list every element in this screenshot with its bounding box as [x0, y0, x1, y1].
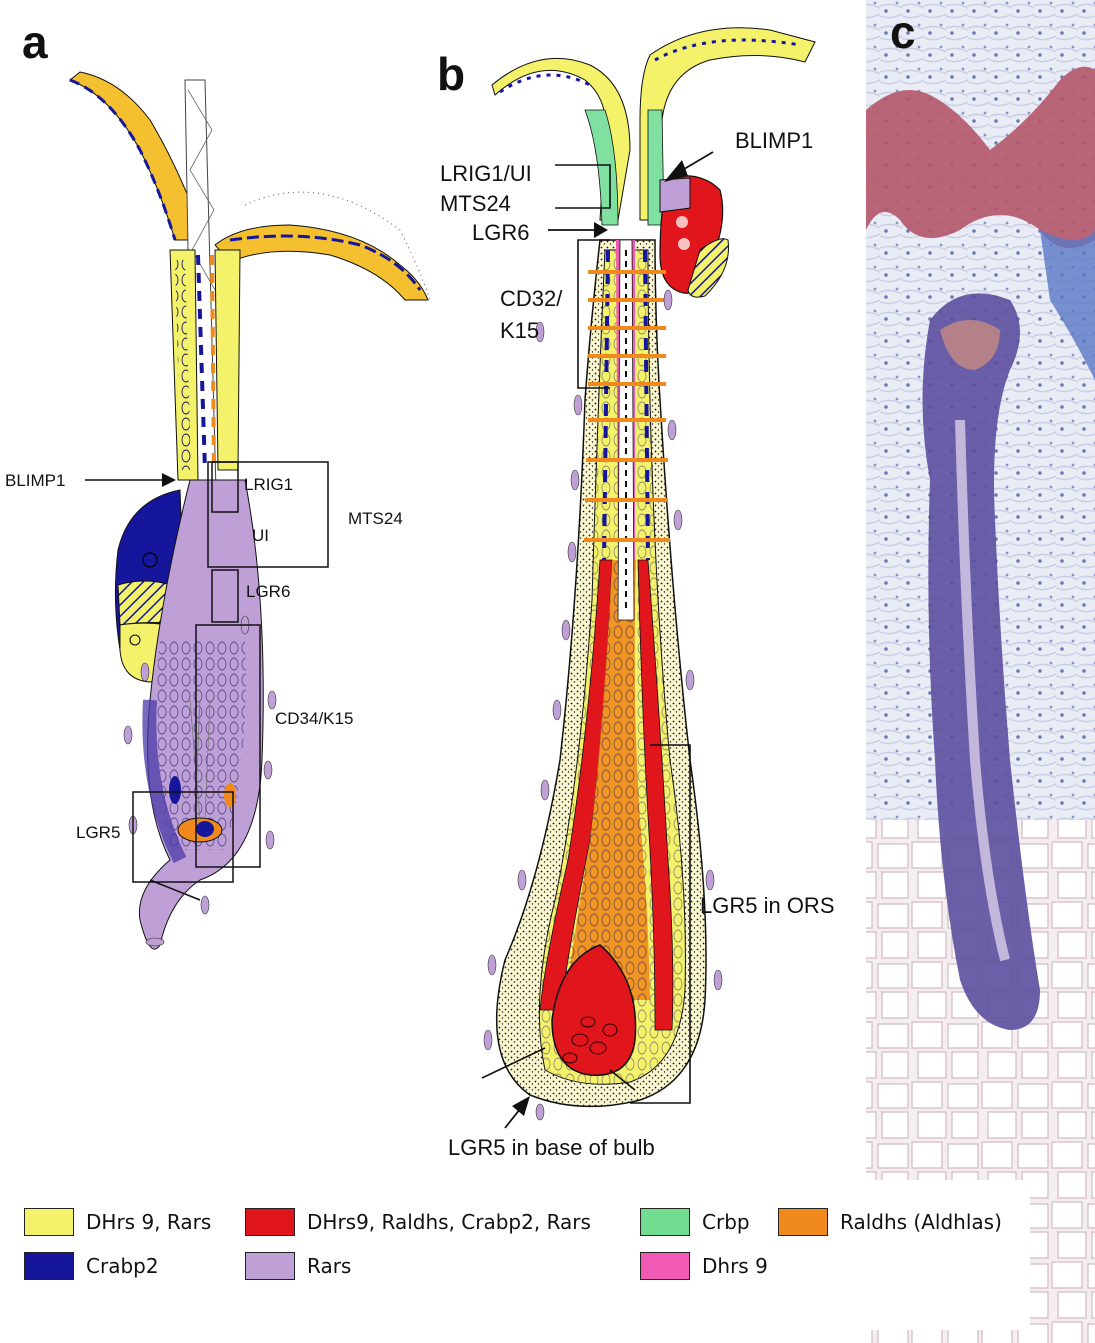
label-cd32-b: CD32/ [500, 286, 563, 311]
legend-swatch [245, 1252, 295, 1280]
legend-item: DHrs 9, Rars [24, 1208, 211, 1236]
color-legend: DHrs 9, Rars DHrs9, Raldhs, Crabp2, Rars… [0, 1180, 1030, 1330]
legend-label: Crabp2 [86, 1254, 159, 1278]
epidermis-right [215, 225, 428, 300]
label-blimp1-a: BLIMP1 [5, 471, 65, 490]
label-lgr6-b: LGR6 [472, 220, 529, 245]
label-mts24-a: MTS24 [348, 509, 403, 528]
label-ui-a: UI [252, 526, 269, 545]
panel-c-letter: c [890, 6, 916, 58]
legend-item: Rars [245, 1252, 351, 1280]
label-blimp1-b: BLIMP1 [735, 128, 813, 153]
lgr5-base-arrow-b [512, 1096, 530, 1116]
legend-swatch [778, 1208, 828, 1236]
blimp1-arrow-a [162, 473, 176, 487]
legend-label: Crbp [702, 1210, 750, 1234]
label-mts24-b: MTS24 [440, 191, 511, 216]
label-lrig1-a: LRIG1 [244, 475, 293, 494]
legend-item: Crbp [640, 1208, 750, 1236]
panel-c-histology: c [866, 0, 1095, 1343]
legend-label: DHrs9, Raldhs, Crabp2, Rars [307, 1210, 591, 1234]
panel-b-letter: b [437, 48, 465, 100]
label-lgr5-ors-b: LGR5 in ORS [700, 893, 835, 918]
panel-a: a [5, 16, 430, 949]
legend-label: Rars [307, 1254, 351, 1278]
label-cd34-a: CD34/K15 [275, 709, 353, 728]
panel-b: b [437, 28, 835, 1160]
label-lgr6-a: LGR6 [246, 582, 290, 601]
label-lgr5-base-b: LGR5 in base of bulb [448, 1135, 655, 1160]
legend-swatch [245, 1208, 295, 1236]
legend-item: Raldhs (Aldhlas) [778, 1208, 1002, 1236]
legend-item: Crabp2 [24, 1252, 159, 1280]
legend-swatch [24, 1208, 74, 1236]
legend-label: Dhrs 9 [702, 1254, 768, 1278]
legend-item: Dhrs 9 [640, 1252, 768, 1280]
epidermis-left [70, 72, 205, 240]
legend-label: Raldhs (Aldhlas) [840, 1210, 1002, 1234]
legend-item: DHrs9, Raldhs, Crabp2, Rars [245, 1208, 591, 1236]
legend-swatch [640, 1252, 690, 1280]
infundibulum-right [215, 250, 240, 470]
panel-a-letter: a [22, 16, 48, 68]
legend-label: DHrs 9, Rars [86, 1210, 211, 1234]
label-lgr5-a: LGR5 [76, 823, 120, 842]
label-lrig1-ui-b: LRIG1/UI [440, 161, 532, 186]
legend-swatch [640, 1208, 690, 1236]
label-k15-b: K15 [500, 318, 539, 343]
legend-swatch [24, 1252, 74, 1280]
